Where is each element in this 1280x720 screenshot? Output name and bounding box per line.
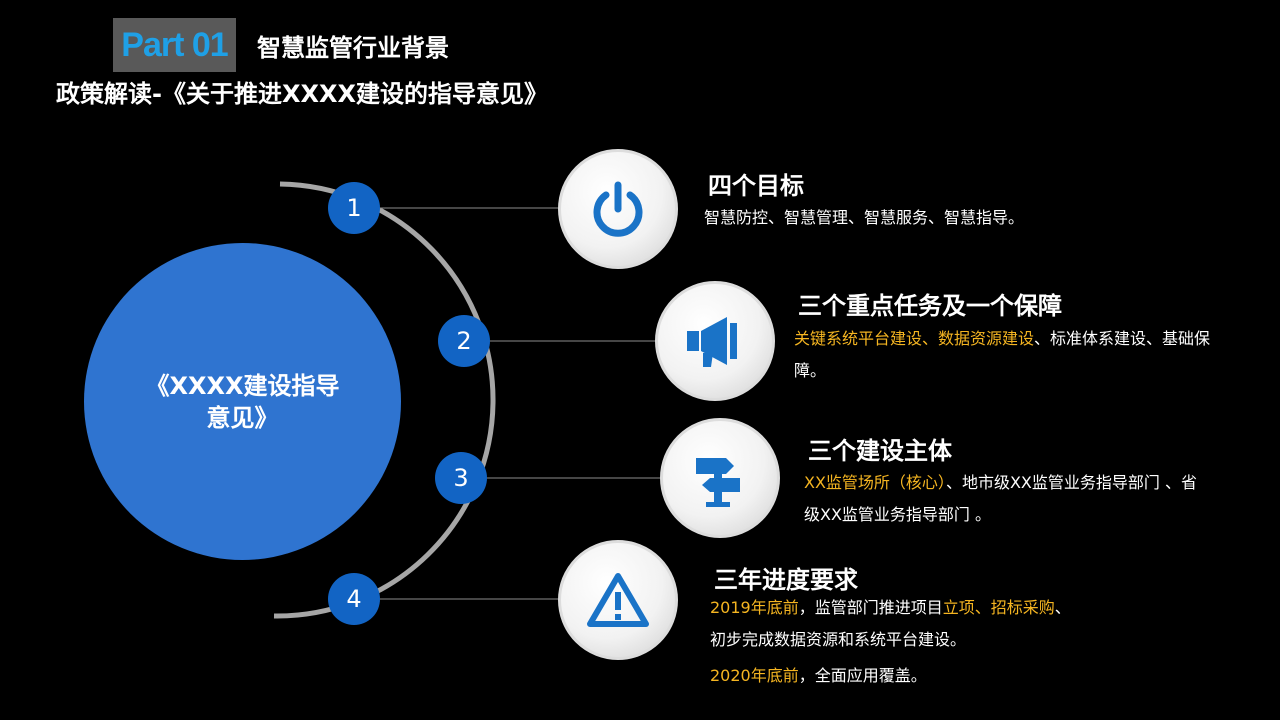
- item-text-2: 关键系统平台建设、数据资源建设、标准体系建设、基础保障。: [794, 323, 1214, 387]
- item-title-3: 三个建设主体: [808, 437, 952, 465]
- page-subtitle: 政策解读-《关于推进XXXX建设的指导意见》: [56, 80, 548, 108]
- icon-circle-4: [558, 540, 678, 660]
- item-text-4-end: 、: [1054, 598, 1071, 617]
- item-text-3-rest: 、地市级XX监管业务指导部门 、省级XX监管业务指导部门 。: [804, 473, 1197, 524]
- icon-circle-2: [655, 281, 775, 401]
- main-circle-text: 《XXXX建设指导意见》: [145, 371, 340, 432]
- number-badge-4: 4: [328, 573, 380, 625]
- item-text-4-highlight-c: 2020年底前: [710, 666, 799, 685]
- icon-circle-3: [660, 418, 780, 538]
- item-text-1: 智慧防控、智慧管理、智慧服务、智慧指导。: [704, 208, 1025, 227]
- item-text-2-rest: 、标准体系建设、基础保障。: [794, 329, 1211, 380]
- signpost-icon: [696, 458, 740, 507]
- item-text-4-highlight-a: 2019年底前: [710, 598, 799, 617]
- item-text-4-line-3: 2020年底前，全面应用覆盖。: [710, 660, 1170, 692]
- main-circle: 《XXXX建设指导意见》: [84, 243, 401, 560]
- warning-icon: [587, 573, 649, 627]
- number-badge-2: 2: [438, 315, 490, 367]
- item-text-4-highlight-b: 立项、招标采购: [942, 598, 1055, 617]
- item-text-4-mid: ，监管部门推进项目: [798, 598, 943, 617]
- item-text-4-line-1: 2019年底前，监管部门推进项目立项、招标采购、: [710, 592, 1170, 624]
- power-icon: [593, 181, 643, 237]
- part-badge: Part 01: [113, 18, 236, 72]
- icon-circle-1: [558, 149, 678, 269]
- megaphone-icon: [687, 317, 737, 367]
- item-title-2: 三个重点任务及一个保障: [798, 292, 1062, 320]
- item-title-1: 四个目标: [708, 172, 804, 200]
- section-title: 智慧监管行业背景: [257, 34, 449, 62]
- item-text-4-line-2: 初步完成数据资源和系统平台建设。: [710, 630, 967, 649]
- item-text-3-highlight: XX监管场所（核心）: [804, 473, 946, 492]
- item-text-2-highlight: 关键系统平台建设、数据资源建设: [794, 329, 1035, 348]
- item-title-4: 三年进度要求: [714, 566, 858, 594]
- number-badge-1: 1: [328, 182, 380, 234]
- item-text-4-line-3-rest: ，全面应用覆盖。: [798, 666, 927, 685]
- item-text-3: XX监管场所（核心）、地市级XX监管业务指导部门 、省级XX监管业务指导部门 。: [804, 467, 1204, 531]
- number-badge-3: 3: [435, 452, 487, 504]
